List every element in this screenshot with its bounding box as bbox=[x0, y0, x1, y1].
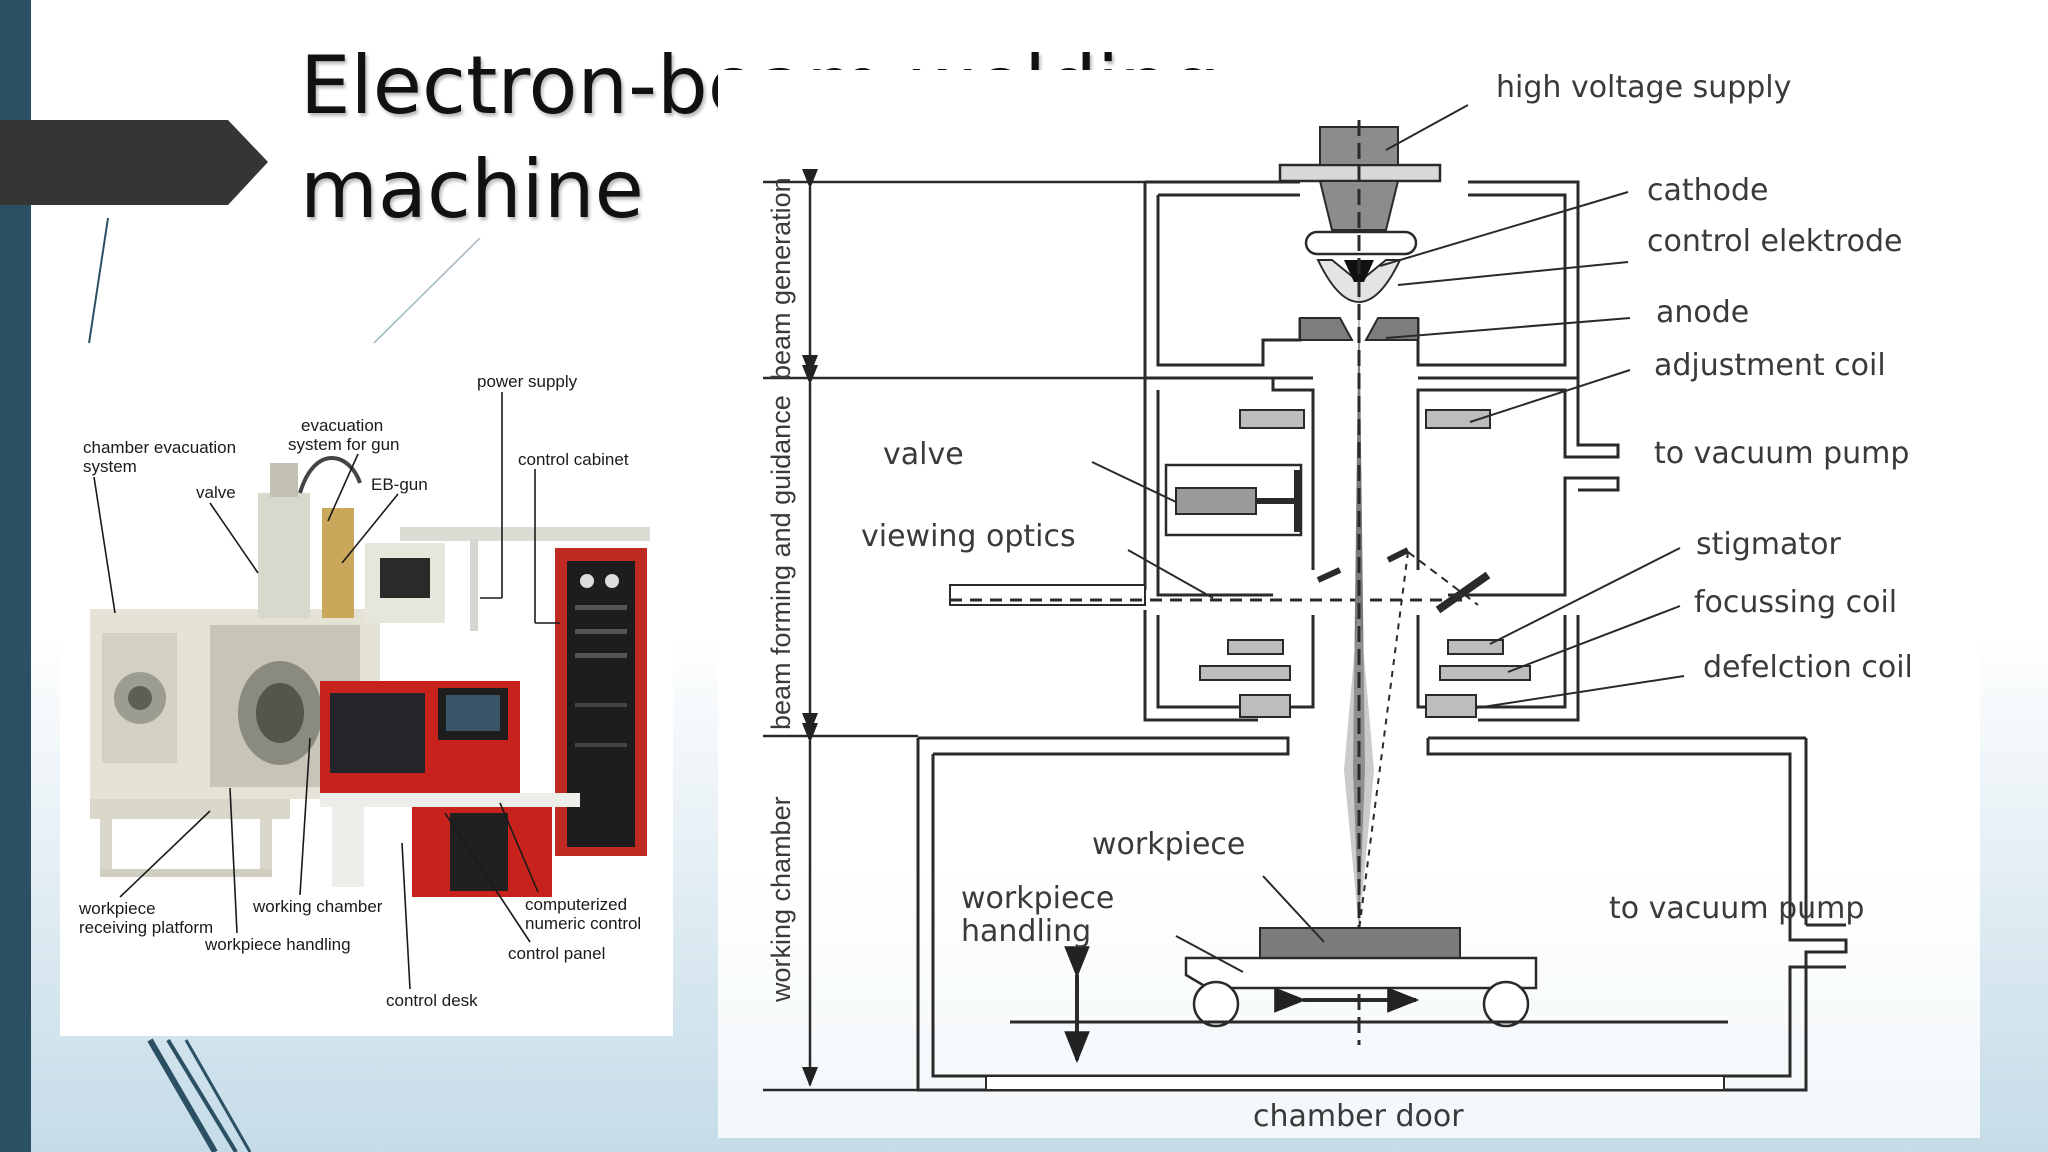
label-power-supply: power supply bbox=[477, 372, 578, 391]
label-viewing-optics: viewing optics bbox=[861, 519, 1076, 554]
label-receiving-platform-1: workpiece bbox=[79, 899, 156, 918]
label-control-desk: control desk bbox=[386, 991, 478, 1010]
machine-illustration bbox=[90, 456, 650, 897]
label-cathode: cathode bbox=[1647, 173, 1769, 208]
label-cnc-1: computerized bbox=[525, 895, 628, 914]
label-evacuation-gun-2: system for gun bbox=[288, 435, 400, 454]
label-stigmator: stigmator bbox=[1696, 527, 1841, 562]
label-chamber-evacuation-2: system bbox=[83, 457, 137, 476]
label-to-vacuum-pump-upper: to vacuum pump bbox=[1654, 436, 1910, 471]
label-chamber-evacuation-1: chamber evacuation bbox=[83, 438, 237, 457]
label-workpiece-handling: workpiece handling bbox=[205, 935, 351, 954]
label-anode: anode bbox=[1656, 295, 1750, 330]
label-valve: valve bbox=[883, 437, 964, 472]
label-to-vacuum-pump-lower: to vacuum pump bbox=[1609, 891, 1865, 926]
title-line-2: machine bbox=[300, 143, 644, 236]
machine-photo: power supply evacuation system for gun c… bbox=[60, 343, 673, 1036]
label-receiving-platform-2: receiving platform bbox=[79, 918, 214, 937]
label-workpiece: workpiece bbox=[1092, 827, 1246, 862]
schematic-drawing bbox=[763, 104, 1848, 1092]
label-workpiece-handling-1: workpiece bbox=[961, 881, 1115, 916]
label-control-cabinet: control cabinet bbox=[518, 450, 629, 469]
label-control-electrode: control elektrode bbox=[1647, 224, 1903, 259]
label-evacuation-gun-1: evacuation bbox=[301, 416, 384, 435]
label-control-panel: control panel bbox=[508, 944, 606, 963]
label-workpiece-handling-2: handling bbox=[961, 914, 1092, 949]
label-adjustment-coil: adjustment coil bbox=[1654, 348, 1886, 383]
section-working-chamber: working chamber bbox=[766, 796, 796, 1002]
label-valve: valve bbox=[196, 483, 236, 502]
label-focussing-coil: focussing coil bbox=[1694, 585, 1898, 620]
label-high-voltage-supply: high voltage supply bbox=[1496, 70, 1792, 105]
label-eb-gun: EB-gun bbox=[371, 475, 428, 494]
label-chamber-door: chamber door bbox=[1253, 1099, 1464, 1134]
section-beam-generation: beam generation bbox=[766, 177, 796, 380]
label-cnc-2: numeric control bbox=[525, 914, 642, 933]
label-working-chamber: working chamber bbox=[253, 897, 383, 916]
section-beam-forming: beam forming and guidance bbox=[766, 395, 796, 730]
label-deflection-coil: defelction coil bbox=[1703, 650, 1913, 685]
eb-welding-schematic: high voltage supply cathode control elek… bbox=[718, 70, 1980, 1138]
photo-leader-lines bbox=[93, 392, 560, 990]
title-arrow-tab bbox=[0, 120, 268, 205]
